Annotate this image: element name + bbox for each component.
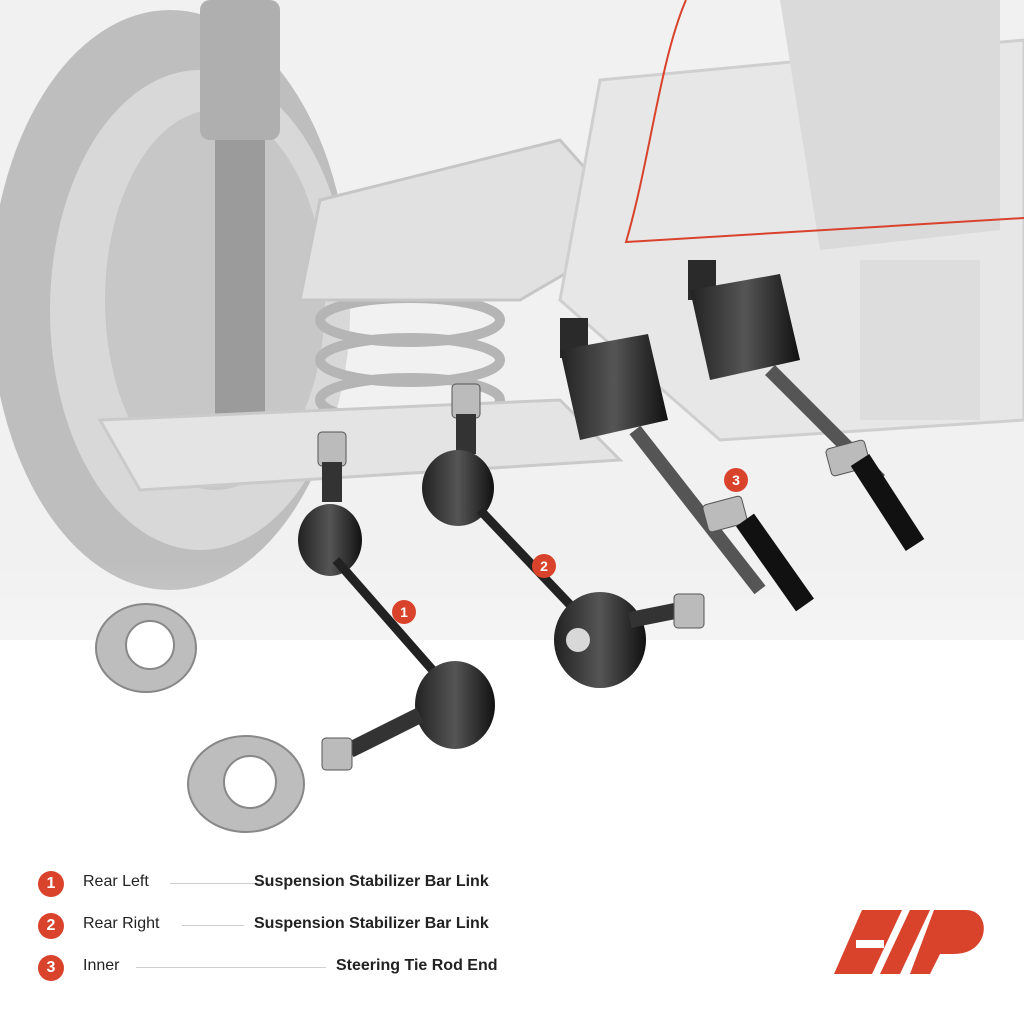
legend-row: 3 Inner Steering Tie Rod End: [38, 952, 598, 994]
legend-part: Suspension Stabilizer Bar Link: [254, 873, 489, 890]
tie-rod-inner-right: [688, 260, 925, 551]
legend-number: 3: [38, 955, 64, 981]
washer-top: [95, 603, 197, 693]
parts-legend: 1 Rear Left Suspension Stabilizer Bar Li…: [38, 868, 598, 994]
callout-3: 3: [724, 468, 748, 492]
stabilizer-link-rear-right: [422, 383, 705, 688]
legend-divider: [182, 925, 244, 926]
legend-divider: [136, 967, 326, 968]
stabilizer-link-rear-left: [298, 431, 495, 771]
legend-part: Suspension Stabilizer Bar Link: [254, 915, 489, 932]
tie-rod-inner-left: [560, 318, 814, 612]
callout-2: 2: [532, 554, 556, 578]
callout-1: 1: [392, 600, 416, 624]
legend-position: Rear Left: [83, 873, 149, 890]
legend-position: Inner: [83, 957, 120, 974]
legend-divider: [170, 883, 270, 884]
washer-bottom: [187, 735, 305, 833]
legend-row: 1 Rear Left Suspension Stabilizer Bar Li…: [38, 868, 598, 910]
legend-position: Rear Right: [83, 915, 160, 932]
legend-part: Steering Tie Rod End: [336, 957, 498, 974]
legend-row: 2 Rear Right Suspension Stabilizer Bar L…: [38, 910, 598, 952]
brand-logo: [834, 910, 984, 974]
legend-number: 1: [38, 871, 64, 897]
legend-number: 2: [38, 913, 64, 939]
